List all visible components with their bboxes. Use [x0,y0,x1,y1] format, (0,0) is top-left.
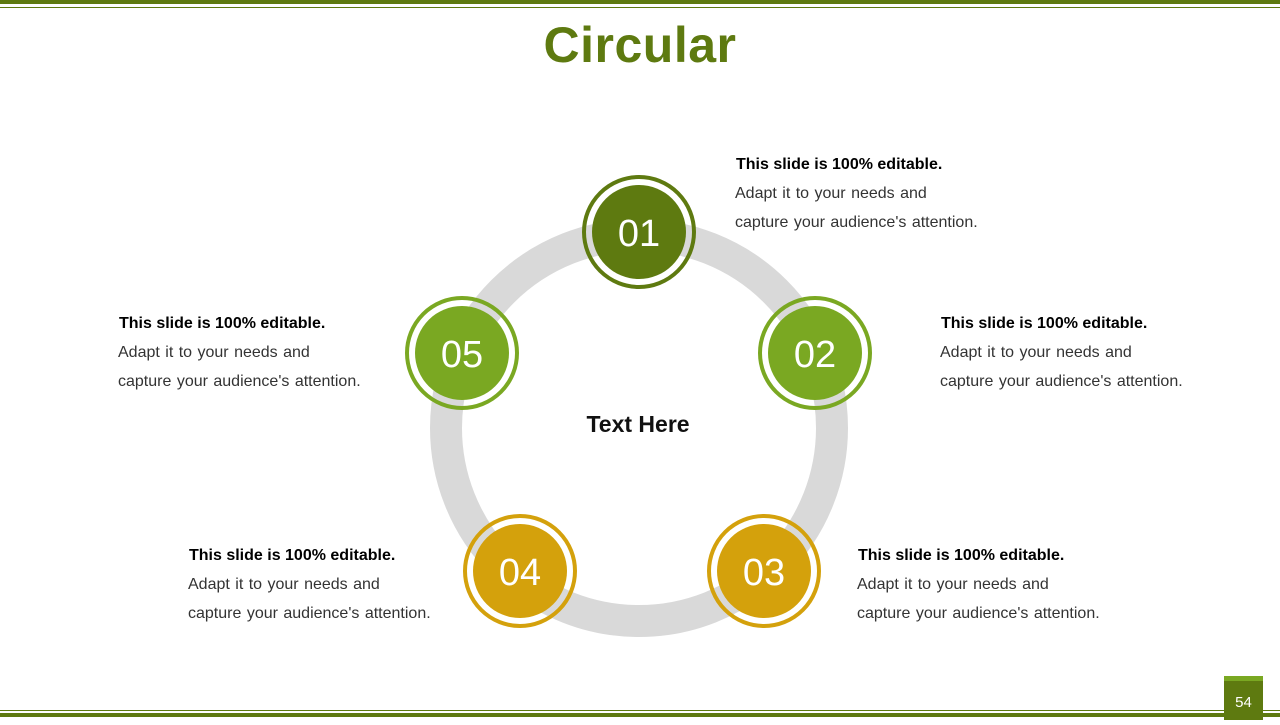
node-02-disc [768,306,862,400]
slide-title: Circular [543,17,737,73]
text-block-05-line1: Adapt it to your needs and [118,344,310,361]
center-text: Text Here [586,411,690,437]
node-03: 03 [707,514,821,628]
node-04-disc [473,524,567,618]
text-block-04-line1: Adapt it to your needs and [188,576,380,593]
top-border-thin [0,7,1280,8]
bottom-border-thick [0,713,1280,717]
text-block-01-line2: capture your audience's attention. [735,214,978,231]
text-block-02-line2: capture your audience's attention. [940,373,1183,390]
text-block-02-line1: Adapt it to your needs and [940,344,1132,361]
text-block-01-line1: Adapt it to your needs and [735,185,927,202]
node-05-label: 05 [441,334,483,376]
top-border-thick [0,0,1280,4]
node-05: 05 [405,296,519,410]
text-block-04-heading: This slide is 100% editable. [189,547,396,564]
node-03-outer-ring [707,514,821,628]
node-01-label: 01 [618,213,660,255]
text-block-04-line2: capture your audience's attention. [188,605,431,622]
node-02: 02 [758,296,872,410]
node-04-outer-ring [463,514,577,628]
text-block-05-line2: capture your audience's attention. [118,373,361,390]
text-block-03-line1: Adapt it to your needs and [857,576,1049,593]
text-block-01: This slide is 100% editable. Adapt it to… [735,155,1035,237]
text-block-02-heading: This slide is 100% editable. [941,315,1148,332]
node-01: 01 [582,175,696,289]
node-05-outer-ring [405,296,519,410]
text-block-05: This slide is 100% editable. Adapt it to… [118,314,418,396]
page-number: 54 [1224,676,1263,720]
text-block-05-heading: This slide is 100% editable. [119,315,326,332]
node-01-disc [592,185,686,279]
text-block-04: This slide is 100% editable. Adapt it to… [188,546,488,628]
node-04-label: 04 [499,552,541,594]
text-block-03-heading: This slide is 100% editable. [858,547,1065,564]
node-01-outer-ring [582,175,696,289]
text-block-02: This slide is 100% editable. Adapt it to… [940,314,1240,396]
node-05-disc [415,306,509,400]
node-02-label: 02 [794,334,836,376]
text-block-03: This slide is 100% editable. Adapt it to… [857,546,1157,628]
bottom-border-thin [0,710,1280,711]
text-block-03-line2: capture your audience's attention. [857,605,1100,622]
node-03-label: 03 [743,552,785,594]
node-04: 04 [463,514,577,628]
text-block-01-heading: This slide is 100% editable. [736,156,943,173]
node-03-disc [717,524,811,618]
node-02-outer-ring [758,296,872,410]
